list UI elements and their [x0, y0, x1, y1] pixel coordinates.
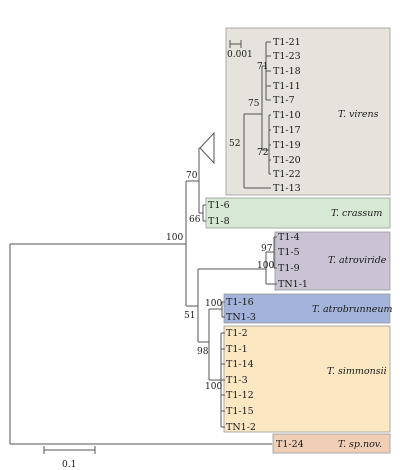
bootstrap-value: 100: [166, 233, 183, 243]
clade-box-t-sp-nov: [272, 433, 391, 454]
bootstrap-value: 66: [189, 215, 201, 225]
taxon-label: T1-16: [226, 297, 254, 308]
taxon-label: T1-4: [278, 232, 300, 243]
taxon-label: T1-24: [276, 439, 304, 450]
taxon-label: T1-22: [273, 169, 301, 180]
taxon-label: T1-13: [273, 183, 301, 194]
species-label-t-virens: T. virens: [338, 109, 379, 120]
bootstrap-value: 75: [248, 99, 260, 109]
taxon-label: T1-12: [226, 390, 254, 401]
bootstrap-value: 52: [229, 139, 240, 149]
taxon-label: T1-11: [273, 81, 301, 92]
bootstrap-value: 100: [205, 382, 222, 392]
taxon-label: T1-19: [273, 140, 301, 151]
taxon-label: T1-2: [226, 328, 248, 339]
taxon-label: T1-14: [226, 359, 254, 370]
bootstrap-value: 70: [186, 171, 198, 181]
virens-subtree: [243, 41, 271, 189]
taxon-label: TN1-3: [226, 312, 256, 323]
tree-branches: [9, 147, 277, 445]
taxon-label: T1-20: [273, 155, 301, 166]
taxon-label: TN1-1: [278, 279, 308, 290]
taxon-label: T1-8: [208, 216, 230, 227]
bootstrap-value: 71: [257, 62, 268, 72]
main-scale-label: 0.1: [62, 460, 76, 470]
taxon-label: TN1-2: [226, 422, 256, 433]
species-label-t-sp-nov: T. sp.nov.: [338, 439, 382, 450]
bootstrap-value: 98: [197, 347, 209, 357]
bootstrap-value: 97: [261, 244, 273, 254]
taxon-label: T1-3: [226, 375, 248, 386]
collapsed-clade-triangle: [199, 131, 215, 165]
species-label-t-crassum: T. crassum: [331, 208, 382, 219]
species-label-t-atroviride: T. atroviride: [328, 255, 387, 266]
clade-box-t-virens: [225, 27, 391, 196]
inset-scale-label: 0.001: [227, 50, 253, 60]
bootstrap-value: 72: [257, 148, 268, 158]
taxon-label: T1-17: [273, 125, 301, 136]
taxon-label: T1-7: [273, 95, 295, 106]
species-label-t-simmonsii: T. simmonsii: [327, 366, 387, 377]
taxon-label: T1-21: [273, 37, 301, 48]
clade-box-t-simmonsii: [223, 325, 391, 433]
clade-box-t-atroviride: [274, 231, 391, 291]
inset-scale-bar: 0.001: [227, 40, 253, 60]
bootstrap-value: 100: [257, 261, 274, 271]
taxon-label: T1-15: [226, 406, 254, 417]
clade-box-t-crassum: [205, 197, 391, 229]
taxon-label: T1-5: [278, 247, 300, 258]
main-scale-bar: 0.1: [43, 446, 96, 470]
clade-box-t-atrobrunneum: [223, 293, 391, 324]
taxon-label: T1-6: [208, 200, 230, 211]
bootstrap-value: 100: [205, 299, 222, 309]
species-label-t-atrobrunneum: T. atrobrunneum: [312, 304, 392, 315]
taxon-label: T1-9: [278, 263, 300, 274]
taxon-label: T1-10: [273, 110, 301, 121]
taxon-label: T1-1: [226, 344, 248, 355]
taxon-label: T1-23: [273, 51, 301, 62]
bootstrap-value: 51: [184, 311, 195, 321]
taxon-label: T1-18: [273, 66, 301, 77]
